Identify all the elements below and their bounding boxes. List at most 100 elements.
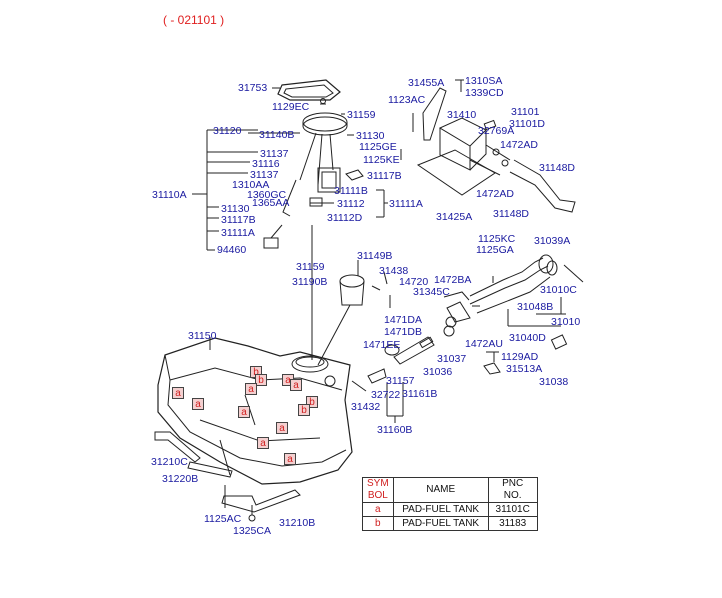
part-label: 1125GE bbox=[359, 141, 397, 153]
legend-pnc: 31183 bbox=[487, 516, 538, 531]
tank-straps bbox=[154, 431, 301, 522]
part-label: 1471DA bbox=[384, 314, 422, 326]
part-label: 1129EC bbox=[272, 101, 310, 113]
part-label: 32769A bbox=[478, 125, 515, 137]
part-label: 31159 bbox=[347, 109, 376, 121]
part-label: 14720 bbox=[399, 276, 429, 288]
part-label: 1365AA bbox=[252, 197, 290, 209]
part-label: 31432 bbox=[351, 401, 381, 413]
part-label: 1471EE bbox=[363, 339, 401, 351]
filler-neck-assembly bbox=[367, 254, 584, 384]
part-label: 31455A bbox=[408, 77, 445, 89]
part-label: 1471DB bbox=[384, 326, 422, 338]
part-label: 31111A bbox=[389, 198, 423, 210]
part-label: 31150 bbox=[188, 330, 217, 342]
part-label: 1125KE bbox=[363, 154, 400, 166]
legend-pnc: 31101C bbox=[487, 502, 538, 517]
part-label: 1123AC bbox=[388, 94, 426, 106]
part-label: 31048B bbox=[517, 301, 554, 313]
part-label: 31220B bbox=[162, 473, 199, 485]
part-label: 31410 bbox=[447, 109, 477, 121]
part-label: 31513A bbox=[506, 363, 543, 375]
part-label: 31037 bbox=[437, 353, 467, 365]
part-label: 31137 bbox=[250, 169, 279, 181]
legend-row: a PAD-FUEL TANK 31101C bbox=[362, 502, 538, 517]
pad-marker-a: a bbox=[192, 398, 204, 410]
part-label: 1310SA bbox=[465, 75, 503, 87]
pad-marker-a: a bbox=[276, 422, 288, 434]
part-label: 31036 bbox=[423, 366, 453, 378]
part-label: 31010 bbox=[551, 316, 581, 328]
part-label: 31425A bbox=[436, 211, 473, 223]
legend-symbol: b bbox=[362, 516, 394, 531]
part-label: 1472BA bbox=[434, 274, 472, 286]
part-label: 31116 bbox=[252, 158, 280, 170]
fuel-tank-31150 bbox=[157, 337, 367, 485]
part-label: 31190B bbox=[292, 276, 328, 288]
part-label: 1125AC bbox=[204, 513, 242, 525]
pad-marker-a: a bbox=[245, 383, 257, 395]
part-label: 32722 bbox=[371, 389, 401, 401]
part-label: 1129AD bbox=[501, 351, 539, 363]
part-label: 31111A bbox=[221, 227, 255, 239]
part-label: 31161B bbox=[402, 388, 438, 400]
legend-name: PAD-FUEL TANK bbox=[392, 516, 489, 531]
legend-header-name: NAME bbox=[392, 477, 489, 503]
date-range: ( - 021101 ) bbox=[163, 13, 225, 27]
pad-marker-b: b bbox=[298, 404, 310, 416]
part-label: 31148D bbox=[493, 208, 530, 220]
part-label: 1472AU bbox=[465, 338, 503, 350]
pad-marker-a: a bbox=[257, 437, 269, 449]
part-label: 94460 bbox=[217, 244, 247, 256]
legend-row: b PAD-FUEL TANK 31183 bbox=[362, 516, 538, 531]
part-label: 31140B bbox=[259, 129, 295, 141]
legend-name: PAD-FUEL TANK bbox=[392, 502, 489, 517]
part-label: 31148D bbox=[539, 162, 576, 174]
part-label: 1339CD bbox=[465, 87, 504, 99]
part-label: 31120 bbox=[213, 125, 242, 137]
part-label: 31101 bbox=[511, 106, 540, 118]
part-label: 31130 bbox=[221, 203, 250, 215]
part-label: 31112D bbox=[327, 212, 363, 224]
pad-marker-a: a bbox=[172, 387, 184, 399]
part-label: 31039A bbox=[534, 235, 571, 247]
part-label: 1472AD bbox=[500, 139, 538, 151]
part-label: 31160B bbox=[377, 424, 413, 436]
part-label: 31210C bbox=[151, 456, 188, 468]
part-label: 31038 bbox=[539, 376, 569, 388]
legend-symbol: a bbox=[362, 502, 394, 517]
fuel-sender-unit bbox=[263, 98, 348, 249]
part-label: 31110A bbox=[152, 189, 187, 201]
part-label: 31130 bbox=[356, 130, 385, 142]
part-label: 1125GA bbox=[476, 244, 514, 256]
part-label: 31137 bbox=[260, 148, 289, 160]
part-label: 31157 bbox=[386, 375, 415, 387]
part-label: 1360GC bbox=[247, 189, 287, 201]
part-label: 31753 bbox=[238, 82, 268, 94]
part-label: 31112 bbox=[337, 198, 365, 210]
pad-marker-a: a bbox=[290, 379, 302, 391]
part-label: 1325CA bbox=[233, 525, 271, 537]
part-label: 31159 bbox=[296, 261, 325, 273]
part-label: 31345C bbox=[413, 286, 450, 298]
part-label: 31117B bbox=[367, 170, 402, 182]
part-label: 31101D bbox=[509, 118, 546, 130]
gasket-31753 bbox=[277, 79, 341, 101]
part-label: 31040D bbox=[509, 332, 546, 344]
part-label: 31149B bbox=[357, 250, 393, 262]
pad-marker-a: a bbox=[238, 406, 250, 418]
part-label: 1472AD bbox=[476, 188, 514, 200]
fuel-pump-module bbox=[311, 225, 388, 366]
bracket-31110a bbox=[192, 129, 258, 251]
part-label: 1125KC bbox=[478, 233, 516, 245]
pad-marker-a: a bbox=[284, 453, 296, 465]
part-label: 1310AA bbox=[232, 179, 270, 191]
vapor-canister bbox=[400, 79, 576, 213]
part-label: 31010C bbox=[540, 284, 577, 296]
